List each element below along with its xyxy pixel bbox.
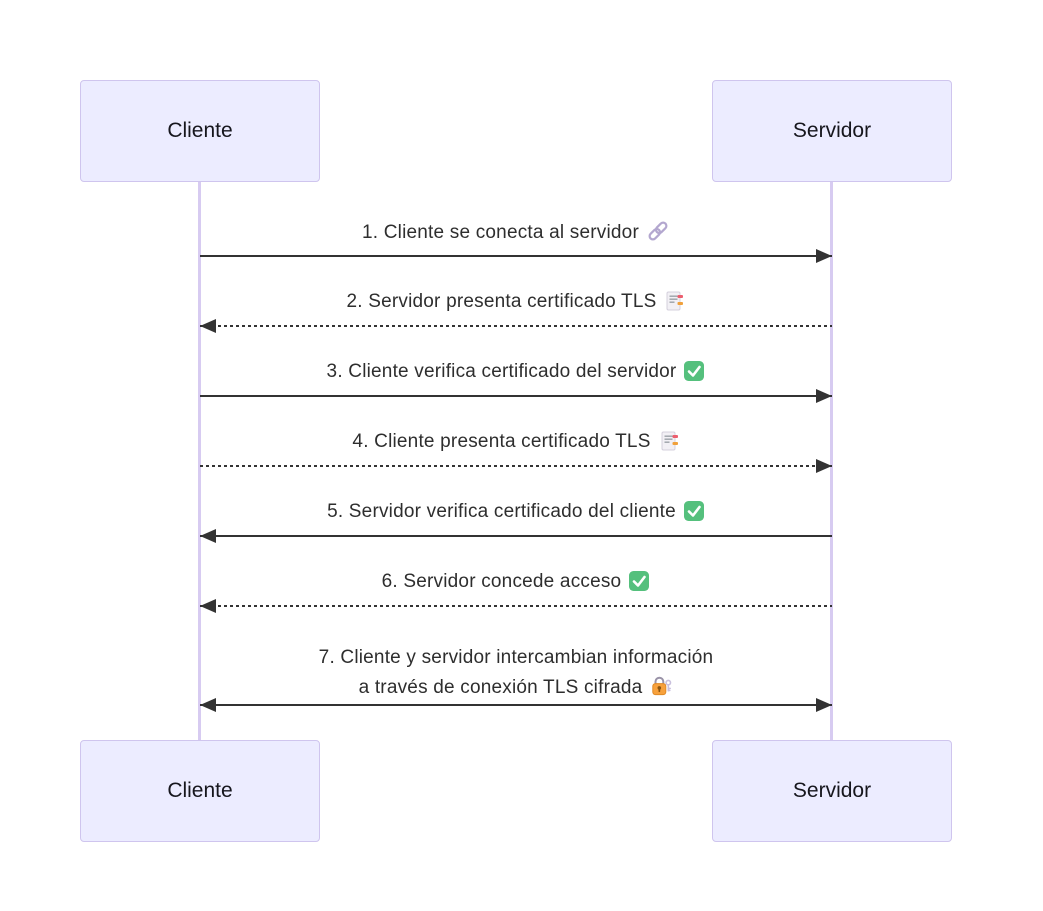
- check-mark-icon: [683, 500, 705, 522]
- actor-label: Cliente: [167, 779, 233, 802]
- actor-box-servidor-top: Servidor: [712, 80, 952, 182]
- actor-label: Cliente: [167, 119, 233, 142]
- actor-box-cliente-top: Cliente: [80, 80, 320, 182]
- actor-box-cliente-bottom: Cliente: [80, 740, 320, 842]
- bookmark-tabs-icon: [663, 290, 685, 312]
- lifeline-cliente: [198, 182, 201, 740]
- message-6-label: 6. Servidor concede acceso: [200, 569, 832, 595]
- arrowhead-right: [816, 459, 832, 473]
- arrowhead-right: [816, 698, 832, 712]
- arrowhead-right: [816, 249, 832, 263]
- link-icon: [646, 219, 670, 243]
- check-mark-icon: [683, 360, 705, 382]
- lock-with-key-icon: [649, 674, 673, 698]
- check-mark-icon: [628, 570, 650, 592]
- message-7-label: 7. Cliente y servidor intercambian infor…: [318, 647, 714, 698]
- message-2-label: 2. Servidor presenta certificado TLS: [200, 289, 832, 315]
- arrowhead-left: [200, 529, 216, 543]
- message-3-label: 3. Cliente verifica certificado del serv…: [200, 359, 832, 385]
- bookmark-tabs-icon: [658, 430, 680, 452]
- actor-box-servidor-bottom: Servidor: [712, 740, 952, 842]
- message-4-label: 4. Cliente presenta certificado TLS: [200, 429, 832, 455]
- actor-label: Servidor: [792, 779, 872, 802]
- arrowhead-left: [200, 698, 216, 712]
- arrowhead-left: [200, 599, 216, 613]
- arrowhead-left: [200, 319, 216, 333]
- message-5-label: 5. Servidor verifica certificado del cli…: [200, 499, 832, 525]
- arrowhead-right: [816, 389, 832, 403]
- actor-label: Servidor: [792, 119, 872, 142]
- message-1-label: 1. Cliente se conecta al servidor: [200, 219, 832, 246]
